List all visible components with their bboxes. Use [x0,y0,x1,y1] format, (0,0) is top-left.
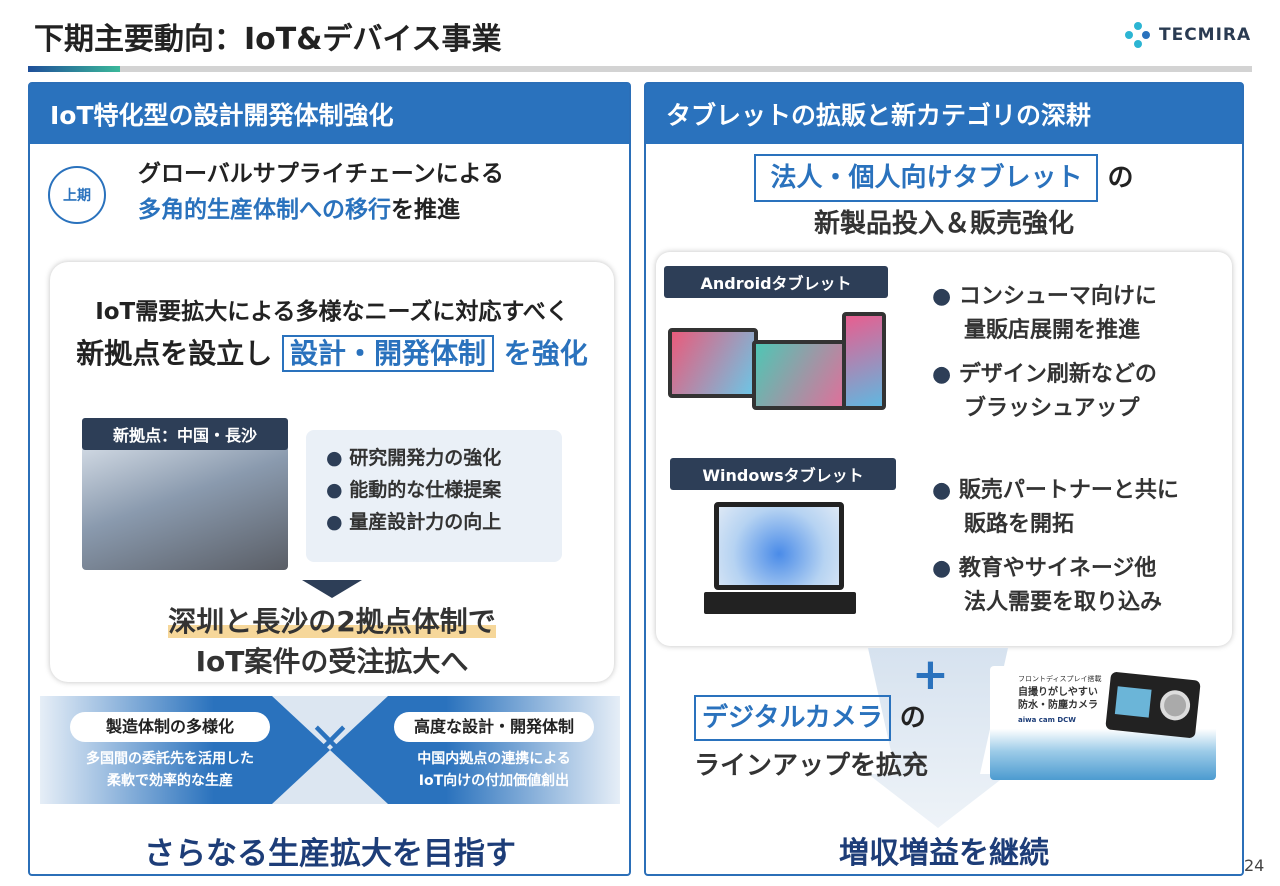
android-label: Androidタブレット [664,266,888,298]
android-tablet-image [668,328,758,398]
tablet-card: Androidタブレット コンシューマ向けに 量販店展開を推進 デザイン刷新など… [656,252,1232,646]
intro-particle: の [1107,163,1134,193]
bullet: 研究開発力の強化 [326,447,501,469]
camera-ad-text: 防水・防塵カメラ [1018,700,1098,711]
windows-bullet-cont: 法人需要を取り込み [964,590,1163,615]
camera-box: デジタルカメラ [694,695,891,741]
title-divider [28,66,1252,72]
second-half-line1: IoT需要拡大による多様なニーズに対応すべく [95,299,569,325]
result-line1: 深圳と長沙の2拠点体制で [168,605,496,638]
windows-bullet: 販売パートナーと共に [932,478,1179,503]
plus-icon: + [912,649,949,700]
android-bullet-cont: 量販店展開を推進 [964,318,1141,343]
keyboard-image [704,592,856,614]
design-dev-box: 設計・開発体制 [281,335,494,372]
bullet: 能動的な仕様提案 [326,479,501,501]
android-bullet: デザイン刷新などの [932,362,1157,387]
right-panel-title: タブレットの拡販と新カテゴリの深耕 [646,84,1242,144]
camera-ad-text: 自撮りがしやすい [1018,687,1098,698]
down-arrow-icon [302,580,362,598]
second-half-line2b: を強化 [503,337,588,370]
android-bullet-cont: ブラッシュアップ [964,396,1140,421]
android-tablet-image [842,312,886,410]
left-panel: IoT特化型の設計開発体制強化 上期 グローバルサプライチェーンによる 多角的生… [28,82,631,876]
second-half-line2a: 新拠点を設立し [76,337,273,370]
combo-right-text: 中国内拠点の連携による [417,751,571,767]
photo-label: 新拠点：中国・長沙 [82,418,288,450]
windows-bullet: 教育やサイネージ他 [932,556,1156,581]
intro-line2: 新製品投入＆販売強化 [813,209,1074,239]
combo-right-title: 高度な設計・開発体制 [394,712,594,742]
logo-icon [1125,22,1151,48]
windows-bullet-cont: 販路を開拓 [964,512,1075,537]
logo-text: TECMIRA [1159,25,1252,45]
second-half-card: IoT需要拡大による多様なニーズに対応すべく 新拠点を設立し 設計・開発体制 を… [50,262,614,682]
android-bullet: コンシューマ向けに [932,284,1157,309]
windows-label: Windowsタブレット [670,458,896,490]
left-goal: さらなる生産拡大を目指す [144,836,516,872]
page-title: 下期主要動向：IoT&デバイス事業 [34,22,502,57]
left-panel-title: IoT特化型の設計開発体制強化 [30,84,629,144]
combo-left-title: 製造体制の多様化 [70,712,270,742]
right-goal: 増収増益を継続 [839,836,1049,871]
page-number: 24 [1244,856,1265,875]
camera-ad-model: aiwa cam DCW [1018,716,1077,724]
android-tablet-image [752,340,848,410]
bullet: 量産設計力の向上 [326,511,501,533]
camera-line2: ラインアップを拡充 [694,751,929,781]
cross-icon: × [307,708,353,771]
camera-ad-image: フロントディスプレイ搭載 自撮りがしやすい防水・防塵カメラ aiwa cam D… [990,666,1216,780]
camera-ad-text: フロントディスプレイ搭載 [1018,675,1102,683]
result-line2: IoT案件の受注拡大へ [195,645,469,678]
tablet-box: 法人・個人向けタブレット [754,154,1099,202]
first-half-rest: を推進 [391,197,460,223]
first-half-highlight: 多角的生産体制への移行 [138,197,391,223]
combo-right-text: IoT向けの付加価値創出 [418,773,570,789]
camera-particle: の [899,703,926,733]
first-half-badge: 上期 [48,166,106,224]
windows-tablet-image [714,502,844,590]
logo: TECMIRA [1125,22,1251,48]
combo-band: 製造体制の多様化 多国間の委託先を活用した柔軟で効率的な生産 × 高度な設計・開… [40,696,620,804]
first-half-line1: グローバルサプライチェーンによる [138,161,504,187]
camera-image [1105,671,1201,739]
right-panel: タブレットの拡販と新カテゴリの深耕 法人・個人向けタブレット の 新製品投入＆販… [644,82,1244,876]
combo-left-text: 柔軟で効率的な生産 [107,773,233,789]
combo-left-text: 多国間の委託先を活用した [86,751,254,767]
